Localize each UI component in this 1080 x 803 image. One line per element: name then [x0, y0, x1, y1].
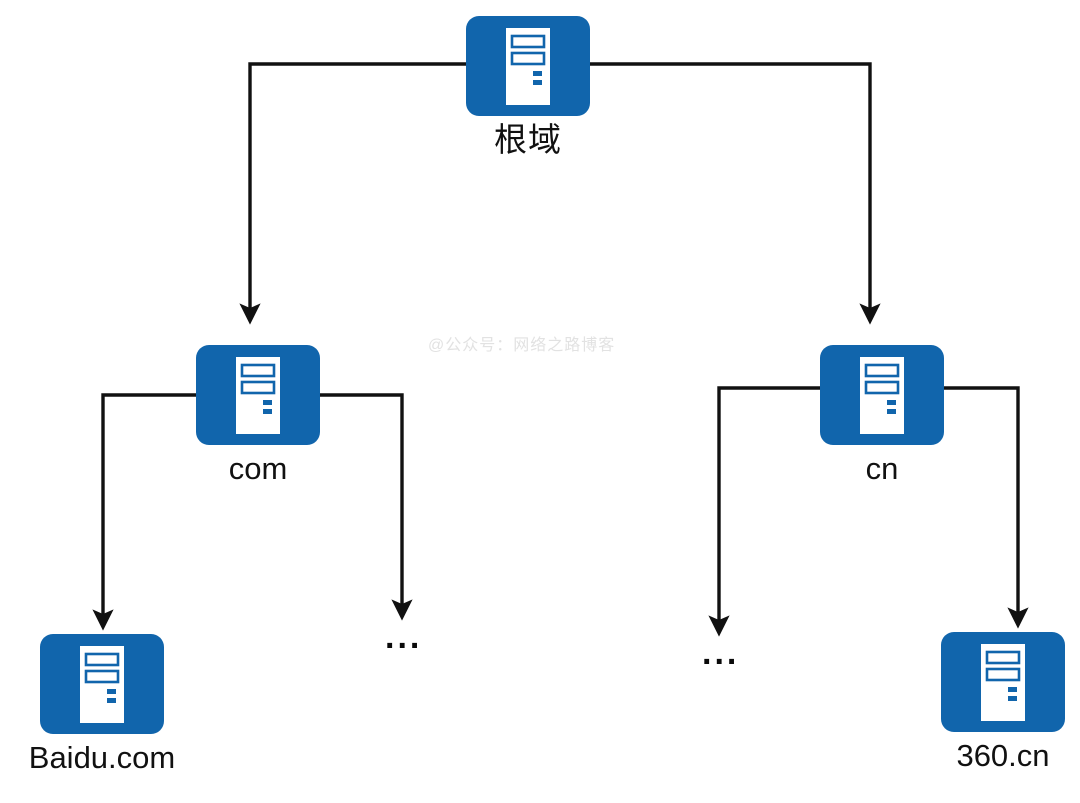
- edge-cn-to-360: [944, 386, 1029, 629]
- edge-cn-to-ellipsis: [708, 386, 820, 637]
- node-cn-label: cn: [865, 451, 899, 486]
- server-tower-icon: [981, 644, 1025, 721]
- node-baidu-label: Baidu.com: [28, 740, 176, 775]
- edge-com-to-baidu: [92, 393, 196, 631]
- ellipsis-cn-other: ...: [702, 634, 740, 672]
- server-tower-icon: [80, 646, 124, 723]
- node-root-label: 根域: [494, 121, 562, 158]
- edge-root-to-cn: [590, 62, 881, 325]
- server-tower-icon: [860, 357, 904, 434]
- edge-root-to-com: [239, 62, 466, 325]
- server-tower-icon: [506, 28, 550, 105]
- node-com-label: com: [228, 451, 288, 486]
- server-tower-icon: [236, 357, 280, 434]
- ellipsis-com-other: ...: [385, 618, 423, 656]
- edge-com-to-ellipsis: [320, 393, 413, 621]
- node-360-label: 360.cn: [956, 738, 1050, 773]
- watermark: @公众号：网络之路博客: [428, 337, 616, 354]
